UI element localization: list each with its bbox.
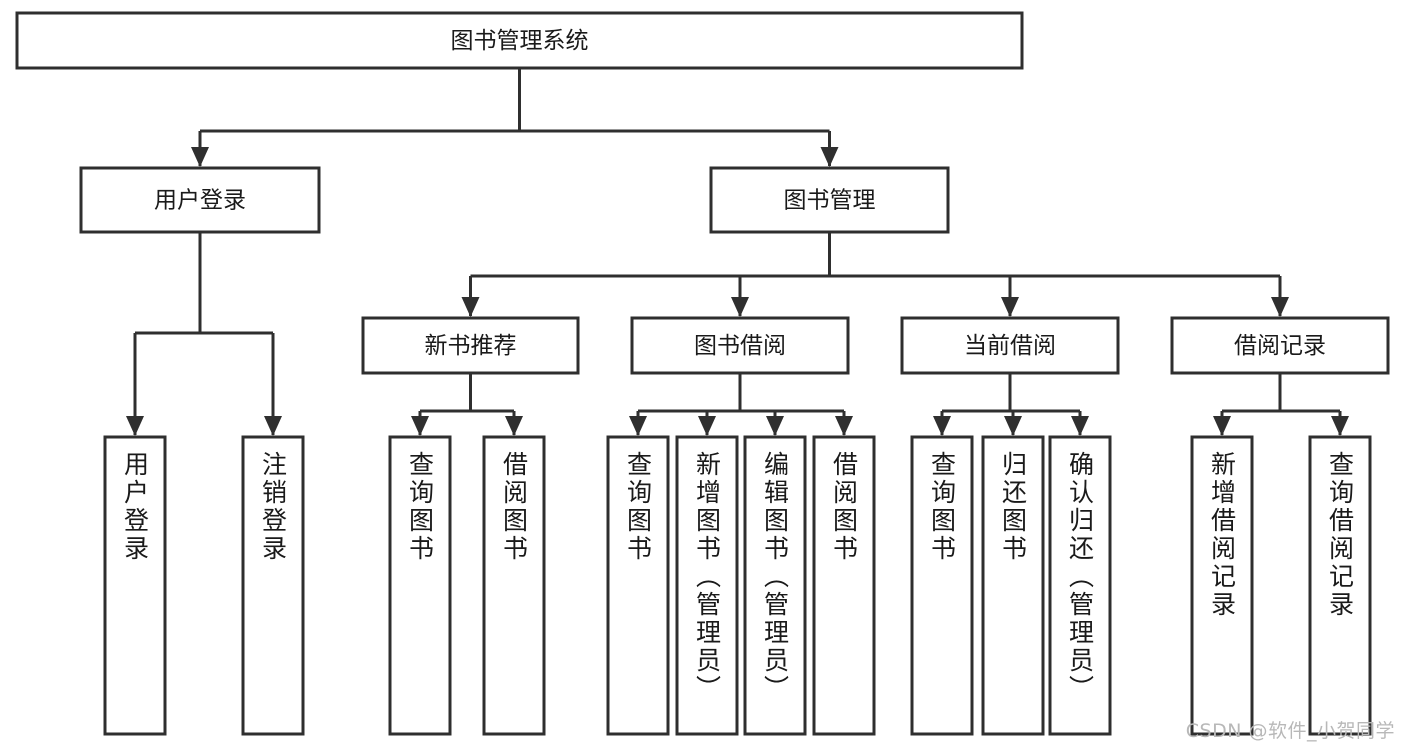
node-leaf-1[interactable] — [103, 435, 167, 736]
node-leaf-12[interactable] — [1190, 435, 1254, 736]
arrow-head-icon — [1071, 416, 1089, 436]
node-leaf-2[interactable] — [241, 435, 305, 736]
arrow-head-icon — [933, 416, 951, 436]
node-leaf-5[interactable] — [606, 435, 670, 736]
node-level3-2[interactable] — [630, 316, 850, 375]
arrow-head-icon — [1271, 297, 1289, 317]
node-leaf-11[interactable] — [1048, 435, 1112, 736]
node-level3-label-2: 图书借阅 — [694, 333, 786, 359]
arrow-head-icon — [505, 416, 523, 436]
csdn-watermark: CSDN @软件_小贺同学 — [1185, 720, 1395, 742]
node-leaf-9[interactable] — [910, 435, 974, 736]
node-level2-label-2: 图书管理 — [784, 188, 876, 214]
node-level2-label-1: 用户登录 — [154, 188, 246, 214]
edges-layer — [126, 68, 1349, 436]
arrow-head-icon — [698, 416, 716, 436]
arrow-head-icon — [1213, 416, 1231, 436]
arrow-head-icon — [835, 416, 853, 436]
node-level2-1[interactable] — [79, 166, 321, 234]
arrow-head-icon — [126, 416, 144, 436]
arrow-head-icon — [191, 147, 209, 167]
node-leaf-7[interactable] — [743, 435, 807, 736]
node-leaf-4[interactable] — [482, 435, 546, 736]
node-leaf-13[interactable] — [1308, 435, 1372, 736]
node-root-label: 图书管理系统 — [451, 28, 589, 54]
node-level3-4[interactable] — [1170, 316, 1390, 375]
node-level3-label-3: 当前借阅 — [964, 333, 1056, 359]
node-level3-label-1: 新书推荐 — [425, 333, 517, 359]
node-leaf-10[interactable] — [981, 435, 1045, 736]
node-level3-3[interactable] — [900, 316, 1120, 375]
node-leaf-3[interactable] — [388, 435, 452, 736]
node-leaf-8[interactable] — [812, 435, 876, 736]
node-level2-2[interactable] — [709, 166, 950, 234]
nodes-layer — [15, 11, 1390, 736]
arrow-head-icon — [461, 297, 480, 317]
node-level3-label-4: 借阅记录 — [1234, 333, 1326, 359]
arrow-head-icon — [411, 416, 429, 436]
arrow-head-icon — [731, 297, 749, 317]
node-level3-1[interactable] — [361, 316, 580, 375]
node-root[interactable] — [15, 11, 1024, 70]
arrow-head-icon — [1331, 416, 1349, 436]
node-leaf-6[interactable] — [675, 435, 739, 736]
arrow-head-icon — [766, 416, 784, 436]
arrow-head-icon — [1004, 416, 1022, 436]
arrow-head-icon — [264, 416, 282, 436]
arrow-head-icon — [820, 147, 839, 167]
arrow-head-icon — [629, 416, 647, 436]
arrow-head-icon — [1001, 297, 1019, 317]
